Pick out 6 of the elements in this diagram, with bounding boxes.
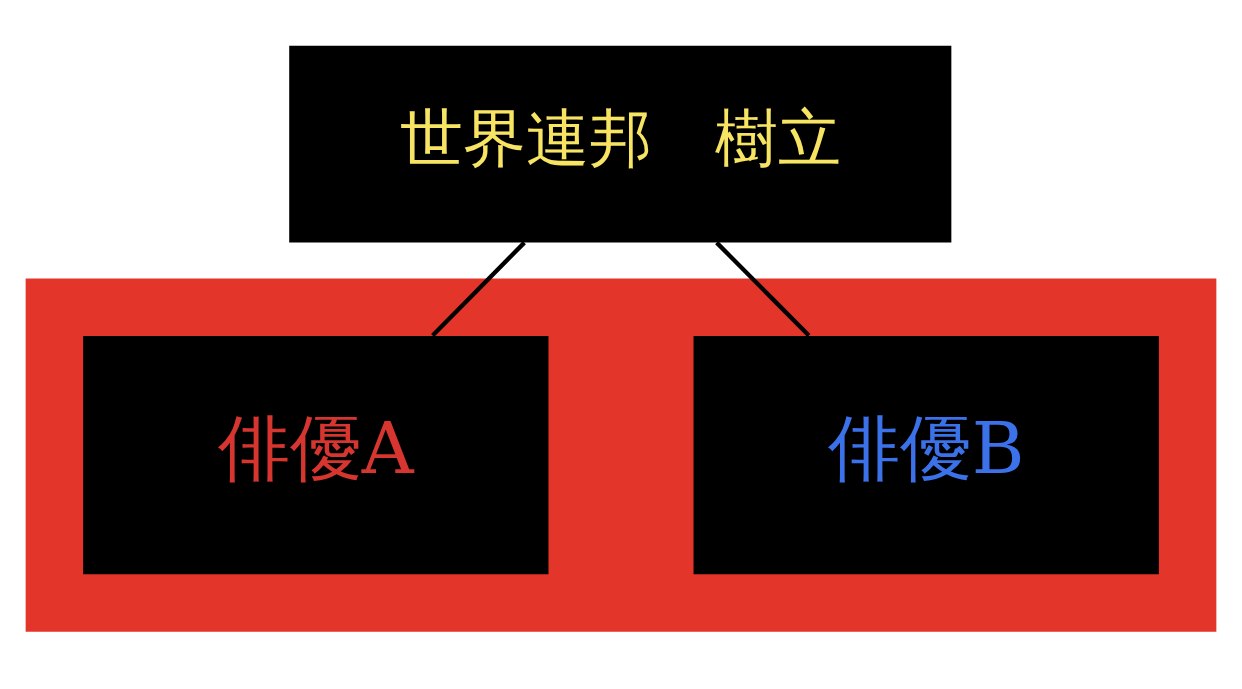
- cluster: [25, 278, 1217, 632]
- node-box: 俳優A: [83, 335, 549, 575]
- node-box: 俳優B: [693, 335, 1159, 575]
- connector: [431, 241, 526, 337]
- node-box: 世界連邦 樹立: [289, 45, 952, 243]
- connector: [715, 241, 811, 337]
